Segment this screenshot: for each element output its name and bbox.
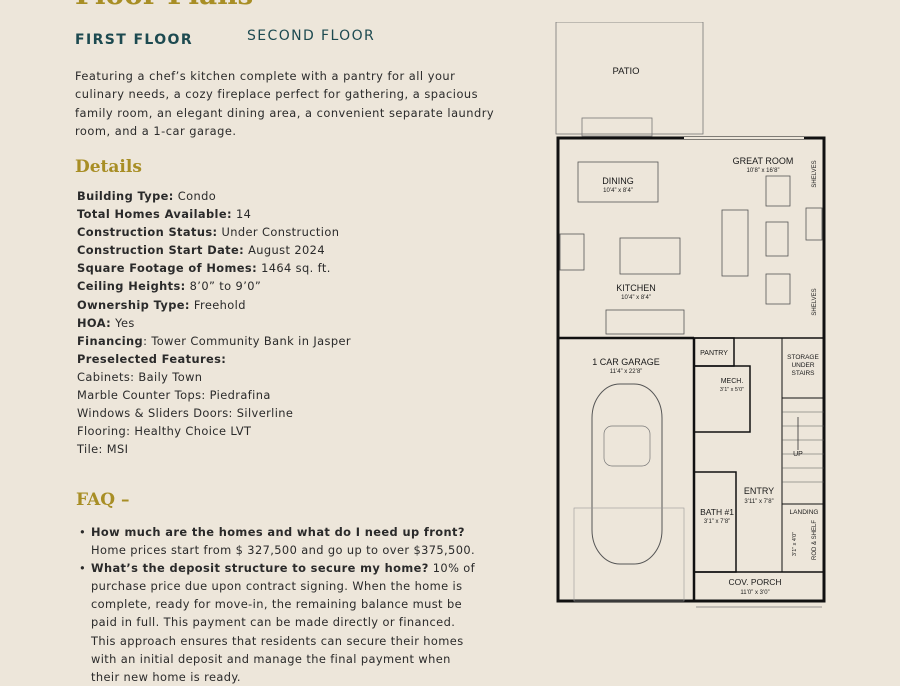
- detail-hoa: HOA: Yes: [77, 314, 517, 332]
- detail-ceiling-heights: Ceiling Heights: 8’0” to 9’0”: [77, 277, 517, 295]
- tab-first-floor[interactable]: FIRST FLOOR: [75, 32, 194, 48]
- faq-list: • How much are the homes and what do I ne…: [79, 523, 481, 686]
- detail-label: Financing: [77, 333, 144, 348]
- room-label-kitchen: KITCHEN: [616, 283, 656, 293]
- feature-tile: Tile: MSI: [77, 442, 129, 457]
- bullet-icon: •: [79, 525, 87, 539]
- detail-label: Building Type:: [77, 189, 174, 203]
- faq-answer: 10% of purchase price due upon contract …: [91, 561, 476, 684]
- details-heading: Details: [75, 157, 142, 177]
- detail-label: Preselected Features:: [77, 351, 227, 366]
- room-dim-garage: 11’4” x 22’8”: [610, 369, 643, 375]
- detail-value: Condo: [173, 189, 217, 203]
- detail-value: 8’0” to 9’0”: [185, 279, 262, 294]
- fireplace: [805, 207, 823, 241]
- page-title: Floor Plans: [75, 0, 253, 11]
- room-dim-kitchen: 10’4” x 8’4”: [621, 295, 651, 301]
- feature-counter-tops: Marble Counter Tops: Piedrafina: [77, 388, 271, 403]
- room-label-entry: ENTRY: [744, 486, 774, 496]
- coffee-table: [765, 221, 789, 257]
- patio-door: [581, 117, 653, 137]
- room-label-dining: DINING: [602, 176, 634, 186]
- detail-label: Square Footage of Homes:: [77, 261, 258, 276]
- kitchen-side-counter: [559, 233, 585, 271]
- room-label-mech: MECH.: [721, 378, 744, 385]
- room-label-landing: LANDING: [790, 509, 819, 516]
- room-label-rod-shelf: ROD & SHELF: [812, 520, 818, 560]
- room-dim-great-room: 10’8” x 16’8”: [746, 168, 779, 174]
- kitchen-island: [619, 237, 681, 275]
- porch-outline: [693, 571, 825, 602]
- room-dim-mech: 3’1” x 5’0”: [720, 387, 744, 393]
- first-floor-plan: PATIO DINING 10’4” x 8’4” GREAT ROOM 10’…: [555, 22, 826, 608]
- bullet-icon: •: [79, 561, 87, 576]
- detail-value: : Tower Community Bank in Jasper: [143, 333, 351, 348]
- room-dim-dining: 10’4” x 8’4”: [603, 188, 633, 194]
- detail-construction-start: Construction Start Date: August 2024: [77, 241, 517, 259]
- room-label-shelves-lower: SHELVES: [812, 288, 818, 315]
- floor-tabs: FIRST FLOOR SECOND FLOOR: [75, 28, 495, 52]
- room-label-bath: BATH #1: [700, 507, 734, 517]
- intro-paragraph: Featuring a chef’s kitchen complete with…: [75, 69, 495, 138]
- detail-label: HOA:: [77, 315, 112, 330]
- faq-item-deposit: • What’s the deposit structure to secure …: [79, 559, 481, 686]
- detail-value: Under Construction: [217, 225, 340, 240]
- faq-question: What’s the deposit structure to secure m…: [91, 561, 429, 576]
- kitchen-counter: [605, 309, 685, 335]
- room-dim-porch: 11’0” x 3’0”: [740, 590, 769, 596]
- room-label-great-room: GREAT ROOM: [733, 156, 794, 166]
- room-dim-landing: 3’1” x 4’0”: [792, 532, 798, 556]
- dining-table: [577, 161, 659, 203]
- detail-square-footage: Square Footage of Homes: 1464 sq. ft.: [77, 259, 517, 277]
- mech-wall: [693, 365, 751, 433]
- feature-windows: Windows & Sliders Doors: Silverline: [77, 406, 294, 421]
- exterior-wall: [556, 136, 826, 603]
- room-label-porch: COV. PORCH: [728, 577, 781, 587]
- detail-label: Construction Status:: [77, 225, 218, 240]
- room-label-storage-3: STAIRS: [792, 370, 816, 377]
- detail-building-type: Building Type: Condo: [77, 187, 517, 205]
- details-list: Building Type: Condo Total Homes Availab…: [77, 187, 517, 458]
- detail-label: Ownership Type:: [77, 297, 190, 312]
- detail-total-homes: Total Homes Available: 14: [77, 205, 517, 223]
- detail-financing: Financing: Tower Community Bank in Jaspe…: [77, 332, 517, 350]
- feature-cabinets: Cabinets: Baily Town: [77, 369, 203, 384]
- sofa: [721, 209, 749, 277]
- detail-label: Total Homes Available:: [77, 207, 232, 222]
- detail-preselected-features: Preselected Features:: [77, 350, 517, 368]
- detail-value: Yes: [111, 315, 135, 330]
- detail-value: 1464 sq. ft.: [257, 261, 331, 276]
- room-label-pantry: PANTRY: [700, 350, 728, 357]
- armchair: [765, 273, 791, 305]
- detail-ownership-type: Ownership Type: Freehold: [77, 296, 517, 314]
- room-label-storage-2: UNDER: [791, 362, 814, 369]
- faq-question: How much are the homes and what do I nee…: [91, 525, 465, 539]
- detail-construction-status: Construction Status: Under Construction: [77, 223, 517, 241]
- stairs: [781, 397, 825, 505]
- patio-outline: [555, 22, 704, 135]
- car-outline: [591, 383, 663, 565]
- garage-door-swing: [573, 507, 685, 602]
- detail-value: 14: [231, 207, 252, 222]
- room-dim-bath: 3’1” x 7’8”: [704, 519, 730, 525]
- room-label-storage-1: STORAGE: [787, 354, 819, 361]
- detail-value: August 2024: [244, 243, 325, 258]
- armchair: [765, 175, 791, 207]
- room-label-garage: 1 CAR GARAGE: [592, 357, 660, 367]
- faq-answer: Home prices start from $ 327,500 and go …: [91, 543, 476, 558]
- detail-value: Freehold: [189, 297, 246, 312]
- detail-label: Construction Start Date:: [77, 243, 245, 258]
- car-windshield: [603, 425, 651, 467]
- stairs-label-up: UP: [793, 451, 803, 458]
- tab-second-floor[interactable]: SECOND FLOOR: [247, 28, 376, 44]
- room-label-patio: PATIO: [612, 66, 639, 77]
- detail-label: Ceiling Heights:: [77, 279, 186, 294]
- feature-flooring: Flooring: Healthy Choice LVT: [77, 424, 252, 439]
- room-label-shelves-upper: SHELVES: [812, 160, 818, 187]
- faq-heading: FAQ –: [76, 490, 130, 510]
- room-dim-entry: 3’11” x 7’8”: [744, 499, 773, 505]
- faq-item-pricing: • How much are the homes and what do I ne…: [79, 523, 481, 559]
